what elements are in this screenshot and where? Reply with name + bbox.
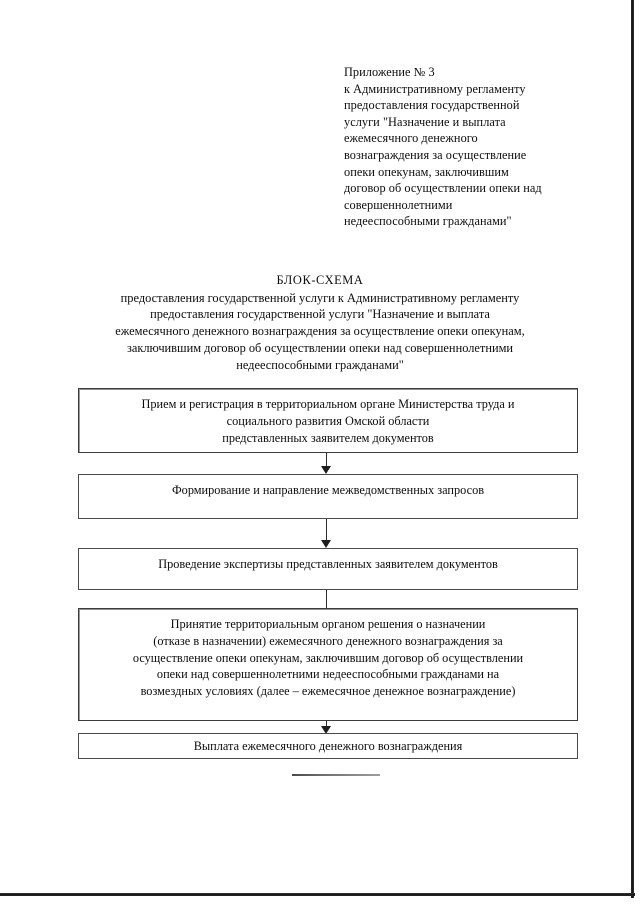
flowchart-arrowhead-2-3 (321, 540, 331, 548)
title-line: предоставления государственной услуги "Н… (150, 307, 490, 322)
node-text-line: Выплата ежемесячного денежного вознаграж… (193, 739, 463, 753)
flowchart-connector-3-4 (326, 590, 327, 615)
header-line: Приложение № 3 (344, 65, 435, 79)
page-title: БЛОК-СХЕМА (276, 273, 364, 287)
document-title-block: БЛОК-СХЕМА предоставления государственно… (56, 272, 584, 373)
header-line: предоставления государственной (344, 98, 520, 113)
flowchart-connector-1-2 (326, 453, 327, 470)
node-text-line: осуществление опеки опекунам, заключивши… (132, 650, 524, 665)
header-line: договор об осуществлении опеки над (344, 181, 542, 196)
header-line: недееспособными гражданами" (344, 214, 512, 229)
flowchart-node-1: Прием и регистрация в территориальном ор… (78, 388, 578, 453)
flowchart-arrowhead-1-2 (321, 466, 331, 474)
node-text-line: Принятие территориальным органом решения… (170, 617, 486, 631)
node-text-line: возмездных условиях (далее – ежемесячное… (140, 684, 516, 699)
node-text-line: Прием и регистрация в территориальном ор… (141, 397, 515, 411)
header-line: совершеннолетними (344, 197, 453, 212)
flowchart-arrowhead-4-5 (321, 726, 331, 734)
node-text-line: социального развития Омской области (226, 413, 430, 428)
node-text-line: опеки над совершеннолетними недееспособн… (156, 667, 500, 682)
node-text-line: представленных заявителем документов (222, 430, 434, 445)
header-line: опеки опекунам, заключившим (344, 164, 509, 179)
flowchart-connector-2-3 (326, 519, 327, 544)
flowchart-node-2: Формирование и направление межведомствен… (78, 474, 578, 519)
node-text-line: Проведение экспертизы представленных зая… (158, 557, 498, 571)
flowchart-node-5: Выплата ежемесячного денежного вознаграж… (78, 733, 578, 759)
header-line: ежемесячного денежного (344, 131, 478, 146)
node-text-line: Формирование и направление межведомствен… (171, 483, 485, 497)
scan-edge-right (631, 0, 634, 898)
title-line: ежемесячного денежного вознаграждения за… (115, 324, 525, 339)
title-line: недееспособными гражданами" (236, 357, 404, 372)
header-line: вознаграждения за осуществление (344, 147, 527, 162)
header-line: услуги "Назначение и выплата (344, 114, 506, 129)
scan-edge-bottom (0, 893, 635, 896)
appendix-reference-header: Приложение № 3 к Административному регла… (344, 64, 584, 230)
flowchart-node-3: Проведение экспертизы представленных зая… (78, 548, 578, 590)
bottom-separator-rule (292, 774, 380, 776)
flowchart-node-4: Принятие территориальным органом решения… (78, 608, 578, 721)
header-line: к Административному регламенту (344, 81, 526, 96)
title-line: предоставления государственной услуги к … (120, 290, 520, 305)
node-text-line: (отказе в назначении) ежемесячного денеж… (153, 633, 503, 648)
title-line: заключившим договор об осуществлении опе… (126, 340, 514, 355)
